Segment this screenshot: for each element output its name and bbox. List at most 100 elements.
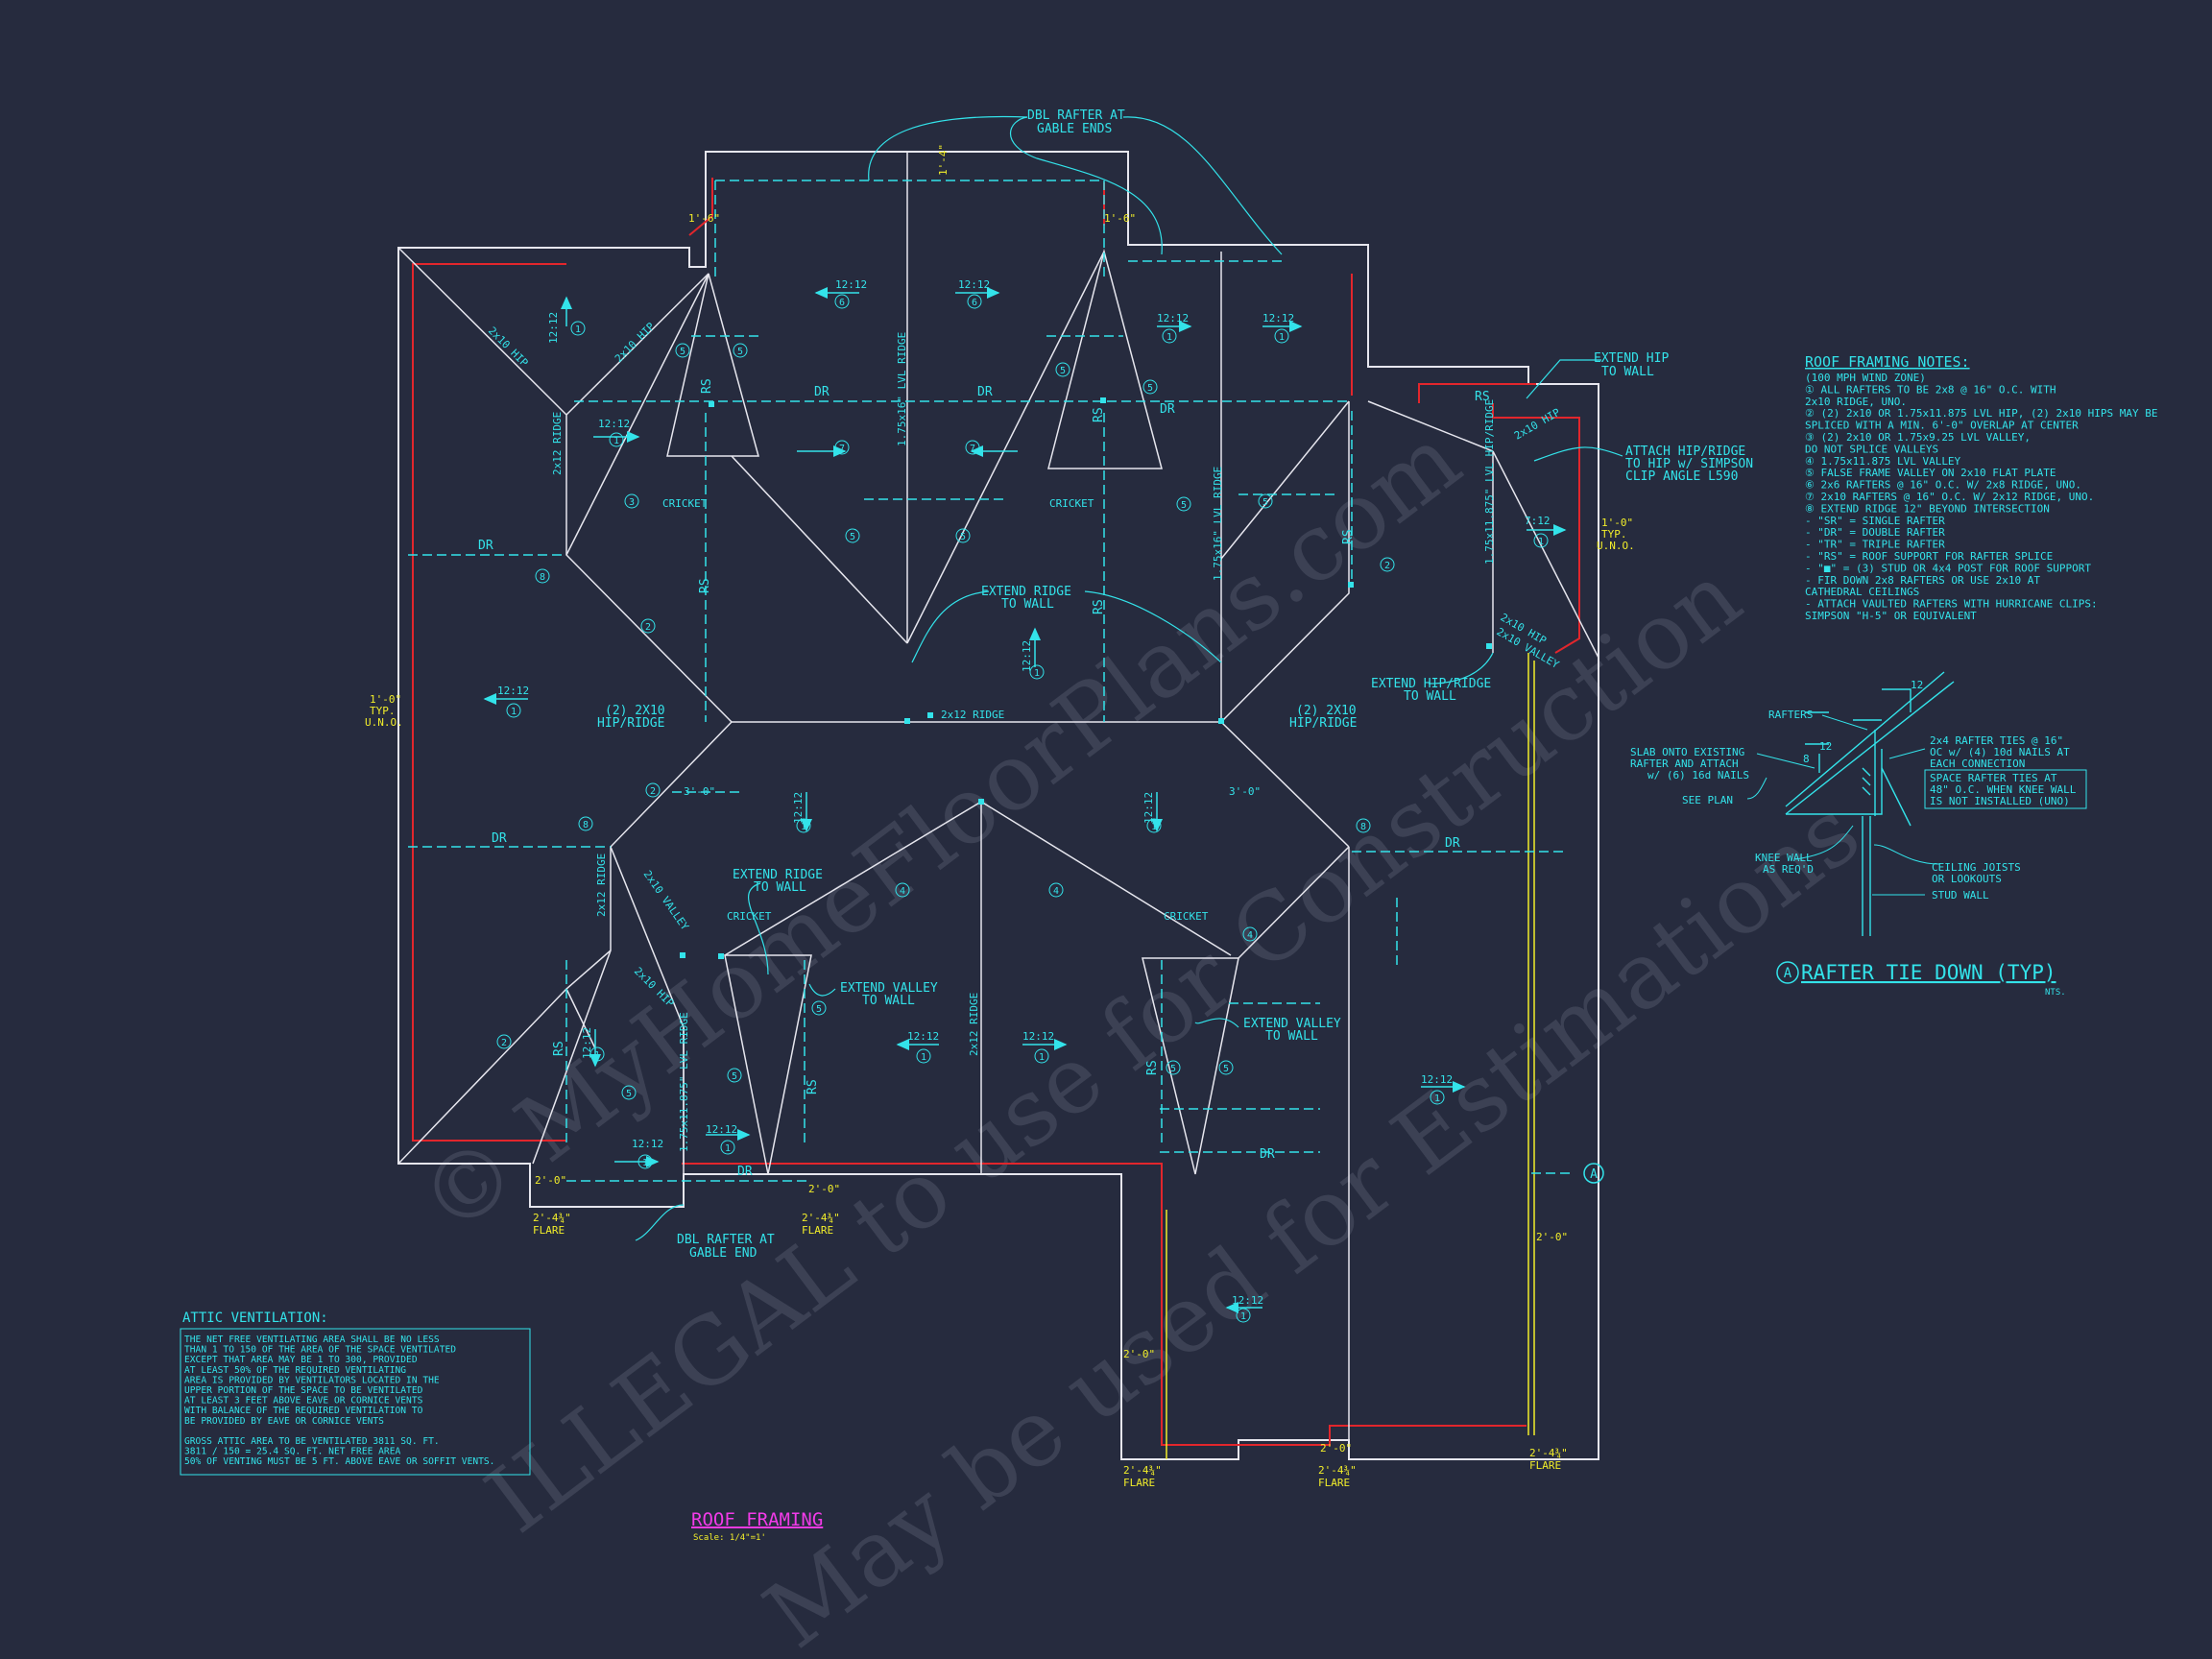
rs-label-1: RS	[700, 378, 714, 394]
marker-1p: 1	[1236, 1308, 1251, 1323]
roof-note-line-3: 2x10 RIDGE, UNO.	[1805, 396, 1907, 408]
svg-text:1: 1	[1279, 332, 1285, 343]
svg-text:5: 5	[1147, 383, 1153, 394]
marker-1o: 1	[1430, 1090, 1445, 1105]
dim-2-0-a: 2'-0"	[535, 1174, 566, 1187]
roof-note-line-7: DO NOT SPLICE VALLEYS	[1805, 443, 1938, 455]
detail-nts: NTS.	[2045, 988, 2066, 998]
notes-lines: (100 MPH WIND ZONE)① ALL RAFTERS TO BE 2…	[1805, 372, 2157, 622]
svg-text:4: 4	[900, 886, 905, 897]
hip-ridge-right-2: HIP/RIDGE	[1289, 716, 1357, 731]
typ-uno-left-2: TYP.	[370, 705, 396, 717]
svg-text:1: 1	[613, 436, 619, 446]
dr-label-1: DR	[814, 385, 830, 399]
cricket-label-3: CRICKET	[727, 910, 772, 923]
pitch-12-12-m: 12:12	[1022, 1030, 1054, 1043]
pitch-12-12-i: 12:12	[792, 792, 805, 824]
marker-2d: 2	[496, 1034, 512, 1049]
attach-hip-3: CLIP ANGLE L590	[1625, 469, 1738, 484]
svg-text:2: 2	[645, 622, 651, 633]
dr-label-8: DR	[737, 1165, 753, 1179]
detail-marker: A	[1784, 966, 1792, 981]
marker-1b: 1	[609, 432, 624, 447]
marker-1i: 1	[1146, 818, 1162, 833]
svg-text:5: 5	[737, 347, 743, 357]
pitch-12-12-p: 12:12	[632, 1138, 663, 1150]
dimension-labels: 1'-6" 1'-6" 1'-4" 1'-0" TYP. U.N.O. 1'-0…	[365, 144, 1635, 1489]
marker-5f: 5	[955, 528, 971, 543]
attic-line-7: AT LEAST 3 FEET ABOVE EAVE OR CORNICE VE…	[184, 1396, 423, 1407]
extend-valley-right-1: EXTEND VALLEY	[1243, 1017, 1341, 1031]
marker-1g: 1	[1029, 664, 1045, 680]
detail-leaders	[1746, 714, 1940, 896]
roof-note-line-19: CATHEDRAL CEILINGS	[1805, 586, 1919, 598]
marker-4a: 4	[895, 882, 910, 898]
dim-1-6-left: 1'-6"	[688, 212, 720, 225]
marker-1c: 1	[1162, 328, 1177, 344]
rs-label-4: RS	[1092, 599, 1106, 614]
roof-note-line-15: - "TR" = TRIPLE RAFTER	[1805, 539, 1945, 551]
rs-label-7: RS	[805, 1079, 820, 1094]
dim-1-4: 1'-4"	[937, 144, 950, 176]
marker-1e: 1	[506, 703, 521, 718]
pitch-12-12-k: 12:12	[581, 1027, 593, 1059]
svg-text:1: 1	[1151, 822, 1157, 832]
valley-2x10-1: 2x10 VALLEY	[641, 868, 692, 932]
ridge-2x12-lower-left: 2x12 RIDGE	[595, 854, 608, 917]
space-note-box	[1924, 769, 2087, 809]
marker-4b: 4	[1048, 882, 1064, 898]
rs-label-9: RS	[1475, 390, 1490, 404]
typ-uno-left-3: U.N.O.	[365, 716, 403, 729]
drawing-title-block: ROOF FRAMING Scale: 1/4"=1'	[691, 1509, 823, 1543]
lvl-ridge-2: 1.75x16" LVL RIDGE	[1212, 467, 1224, 581]
roof-note-line-8: ④ 1.75x11.875 LVL VALLEY	[1805, 455, 1961, 468]
svg-text:1: 1	[801, 822, 806, 832]
detail-slab-2: RAFTER AND ATTACH	[1630, 757, 1739, 770]
dr-label-7: DR	[1260, 1147, 1275, 1162]
detail-knee-1: KNEE WALL	[1755, 852, 1813, 864]
roof-note-line-21: SIMPSON "H-5" OR EQUIVALENT	[1805, 610, 1977, 622]
svg-text:1: 1	[594, 1050, 600, 1061]
marker-5d: 5	[1142, 379, 1158, 395]
svg-text:6: 6	[839, 298, 845, 308]
notes-title: ROOF FRAMING NOTES:	[1805, 353, 1970, 371]
marker-1k: 1	[1034, 1048, 1049, 1064]
marker-5a: 5	[675, 343, 690, 358]
pitch-12-12-q: 12:12	[706, 1123, 737, 1136]
svg-text:6: 6	[972, 298, 977, 308]
roof-note-line-4: ② (2) 2x10 OR 1.75x11.875 LVL HIP, (2) 2…	[1805, 407, 2157, 420]
dim-2-4-a: 2'-4¾"	[533, 1212, 571, 1224]
dr-label-6: DR	[1445, 836, 1460, 851]
detail-pitch-side: 8	[1803, 753, 1810, 765]
svg-text:1: 1	[1434, 1094, 1440, 1104]
marker-7b: 7	[965, 440, 980, 455]
roof-note-line-6: ③ (2) 2x10 OR 1.75x9.25 LVL VALLEY,	[1805, 431, 2031, 444]
attic-line-4: AT LEAST 50% OF THE REQUIRED VENTILATING	[184, 1365, 406, 1376]
typ-uno-left-1: 1'-0"	[370, 693, 401, 706]
svg-text:5: 5	[850, 532, 855, 542]
marker-8b: 8	[578, 816, 593, 831]
detail-ties-3: EACH CONNECTION	[1930, 757, 2025, 770]
roof-note-line-13: - "SR" = SINGLE RAFTER	[1805, 515, 1945, 527]
pitch-arrows	[483, 287, 1567, 1313]
svg-text:5: 5	[1181, 500, 1187, 511]
roof-note-line-16: - "RS" = ROOF SUPPORT FOR RAFTER SPLICE	[1805, 550, 2053, 563]
svg-text:5: 5	[816, 1004, 822, 1015]
marker-1m: 1	[637, 1154, 653, 1169]
svg-text:1: 1	[642, 1158, 648, 1168]
marker-5j: 5	[621, 1085, 637, 1100]
extend-hip-1: EXTEND HIP	[1594, 351, 1669, 366]
lvl-ridge-1: 1.75x16" LVL RIDGE	[896, 332, 908, 446]
cricket-label-1: CRICKET	[662, 497, 708, 510]
roof-note-line-14: - "DR" = DOUBLE RAFTER	[1805, 526, 1945, 539]
attic-title: ATTIC VENTILATION:	[182, 1310, 328, 1326]
ridge-2x12-left: 2x12 RIDGE	[551, 412, 564, 475]
cricket-label-4: CRICKET	[1164, 910, 1209, 923]
flare-b: FLARE	[802, 1224, 833, 1237]
wall-outline	[397, 151, 1599, 1460]
attic-line-8: WITH BALANCE OF THE REQUIRED VENTILATION…	[184, 1406, 423, 1416]
typ-uno-right-1: 1'-0"	[1601, 517, 1633, 529]
attic-line-13: 50% OF VENTING MUST BE 5 FT. ABOVE EAVE …	[184, 1456, 494, 1467]
pitch-12-12-a: 12:12	[547, 312, 560, 344]
extend-valley-left-2: TO WALL	[862, 994, 915, 1008]
